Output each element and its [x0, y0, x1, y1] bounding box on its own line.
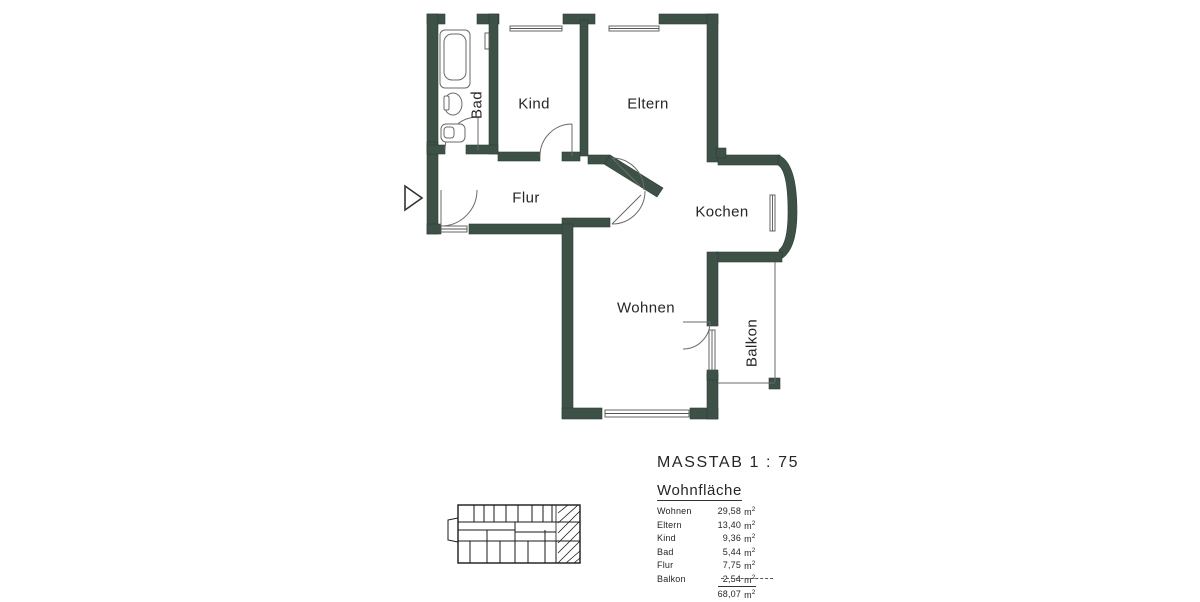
wall-balcony-pier: [706, 369, 719, 381]
wall-kind-eltern: [579, 19, 589, 157]
wall-top-pier: [562, 13, 596, 25]
wall-group: [426, 13, 798, 420]
door-kochen-arc: [611, 190, 646, 225]
key-plan-highlight: [555, 504, 581, 564]
wall-bad-kind: [488, 13, 499, 155]
legend-unit: m2: [744, 560, 756, 571]
legend-total-rule: [721, 578, 773, 579]
wall-kochen-bay: [777, 154, 798, 261]
legend-room-area: 7,75: [722, 560, 742, 570]
wall-left-flur: [426, 141, 439, 235]
legend-total-area: 68,07: [717, 586, 745, 602]
room-label-wohnen: Wohnen: [617, 299, 675, 317]
building-key-plan: [447, 504, 581, 564]
wall-right-eltern: [706, 13, 719, 163]
wall-flur-bottom-left: [426, 223, 442, 235]
wall-kochen-stub: [715, 147, 727, 159]
legend-unit: m2: [744, 573, 756, 585]
legend-total-unit: m2: [744, 586, 756, 602]
wall-wohnen-left: [561, 223, 574, 419]
room-label-flur: Flur: [512, 189, 540, 207]
legend-room-area: 2,54: [722, 573, 742, 584]
sink-inner: [443, 126, 455, 139]
legend-unit: m2: [744, 546, 756, 558]
bathroom-fixtures: [439, 29, 471, 143]
wall-bad-bottom: [426, 144, 446, 155]
wall-flur-bottom: [468, 223, 564, 235]
room-label-balkon: Balkon: [743, 318, 761, 368]
door-entrance-arc: [440, 189, 478, 227]
legend-room-area: 29,58: [717, 506, 742, 516]
door-balcony-arc: [682, 321, 711, 350]
legend-row: Bad 5,44 m2: [657, 546, 756, 560]
toilet-tank: [443, 95, 450, 111]
room-label-kind: Kind: [518, 95, 550, 113]
window-group: [440, 25, 776, 418]
wall-top-bad-right: [476, 13, 500, 25]
window-bad: [484, 32, 490, 50]
legend-total-row: 68,07 m2: [657, 586, 756, 602]
room-label-bad: Bad: [468, 91, 486, 119]
wall-bad-bottom-2: [465, 144, 499, 155]
balcony-outline: [718, 262, 776, 384]
scale-title: MASSTAB 1 : 75: [657, 454, 800, 471]
door-kind-arc: [539, 123, 573, 157]
legend-room-name: Wohnen: [657, 506, 692, 516]
door-kochen-leaf: [611, 194, 642, 225]
wall-wohnen-bottom-left: [561, 407, 603, 420]
legend-unit: m2: [744, 533, 756, 544]
legend-room-area: 13,40: [717, 519, 742, 530]
legend-room-name: Flur: [657, 560, 674, 570]
wall-diagonal-kochen: [603, 154, 664, 198]
legend-heading: Wohnfläche: [657, 482, 742, 501]
legend-room-name: Kind: [657, 533, 676, 543]
legend-row: Wohnen 29,58 m2: [657, 505, 756, 519]
bathtub-inner: [443, 33, 467, 81]
legend-room-area: 9,36: [722, 533, 742, 543]
wall-wohnen-right: [706, 251, 719, 327]
door-eltern-leaf: [611, 157, 641, 187]
entrance-arrow-icon: [404, 184, 424, 212]
legend-unit: m2: [744, 519, 756, 531]
legend-room-name: Balkon: [657, 573, 686, 584]
legend-room-name: Eltern: [657, 519, 682, 530]
wall-kind-bottom-2: [561, 151, 581, 162]
legend-row: Kind 9,36 m2: [657, 532, 756, 546]
area-legend-body: Wohnen 29,58 m2 Eltern 13,40 m2 Kind 9,3…: [657, 505, 756, 602]
legend-row: Flur 7,75 m2: [657, 559, 756, 573]
door-eltern-arc: [611, 157, 645, 191]
room-label-kochen: Kochen: [695, 203, 749, 221]
legend-row: Eltern 13,40 m2: [657, 519, 756, 533]
wall-left-bad: [426, 13, 439, 153]
wall-kind-bottom: [497, 151, 541, 162]
wall-kochen-top: [717, 154, 781, 166]
legend-room-area: 5,44: [722, 546, 742, 557]
room-label-eltern: Eltern: [627, 95, 669, 113]
area-legend-table: Wohnen 29,58 m2 Eltern 13,40 m2 Kind 9,3…: [657, 505, 756, 602]
legend-room-name: Bad: [657, 546, 674, 557]
legend-row: Balkon 2,54 m2: [657, 573, 756, 587]
legend-unit: m2: [744, 506, 756, 517]
wall-kochen-bottom: [715, 251, 783, 263]
legend-total-name: [657, 587, 718, 602]
wall-flur-bottom-right: [561, 217, 611, 228]
